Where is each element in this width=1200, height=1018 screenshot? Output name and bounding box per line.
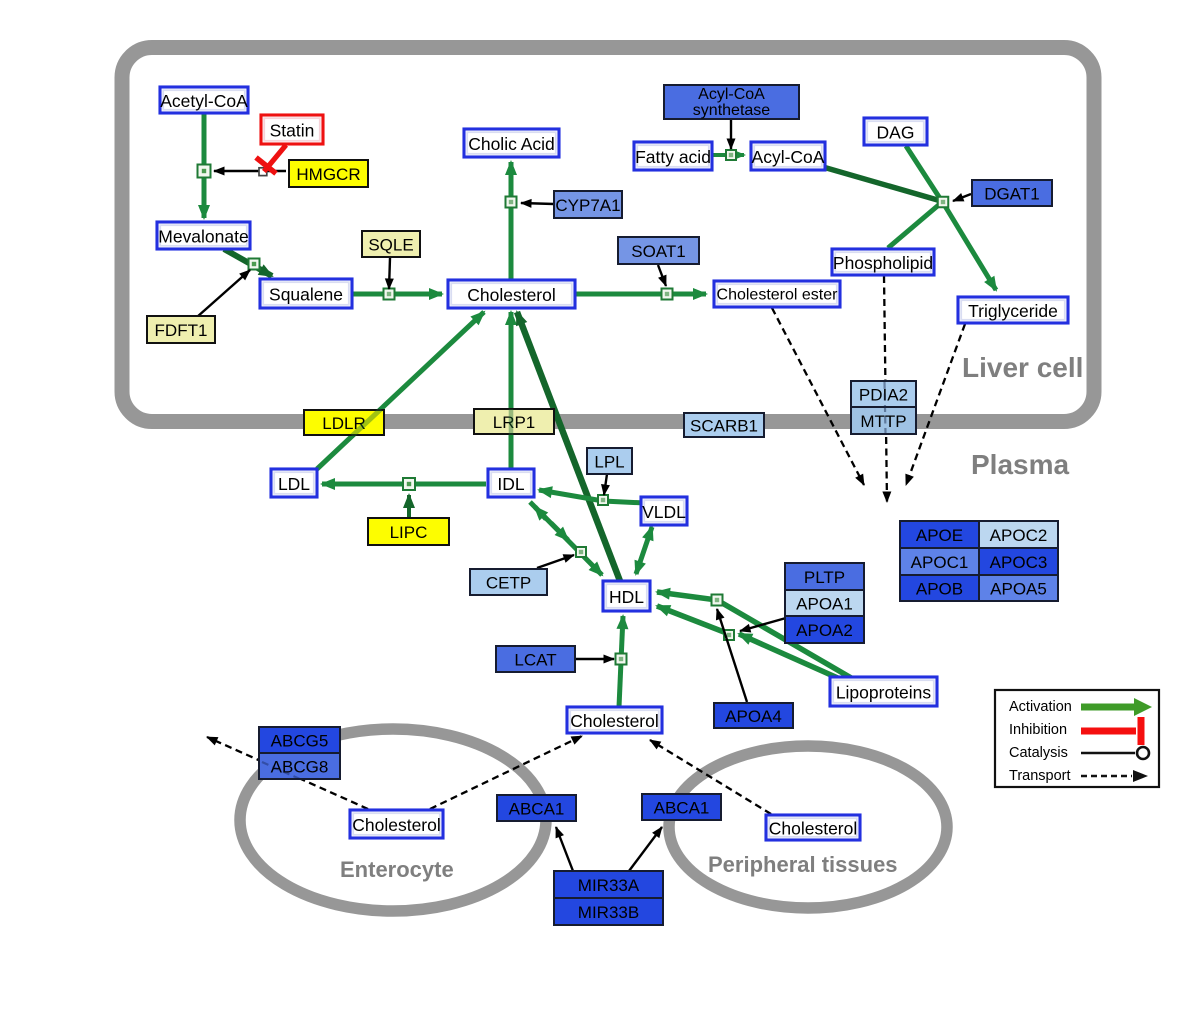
svg-text:APOA4: APOA4 <box>725 707 782 726</box>
svg-text:FDFT1: FDFT1 <box>155 321 208 340</box>
svg-text:LCAT: LCAT <box>514 650 556 669</box>
svg-text:MIR33B: MIR33B <box>578 903 639 922</box>
svg-text:synthetase: synthetase <box>693 102 770 119</box>
svg-text:ABCG8: ABCG8 <box>271 757 329 776</box>
svg-text:Phospholipid: Phospholipid <box>833 253 933 273</box>
svg-text:Activation: Activation <box>1009 699 1072 715</box>
svg-text:APOA5: APOA5 <box>990 579 1047 598</box>
svg-text:LRP1: LRP1 <box>493 413 536 432</box>
svg-text:Catalysis: Catalysis <box>1009 745 1068 761</box>
svg-text:VLDL: VLDL <box>642 502 686 522</box>
svg-text:Cholesterol: Cholesterol <box>467 285 556 305</box>
svg-text:Fatty acid: Fatty acid <box>635 147 711 167</box>
svg-text:Peripheral tissues: Peripheral tissues <box>708 852 898 877</box>
svg-text:Squalene: Squalene <box>269 284 343 304</box>
svg-text:Acyl-CoA: Acyl-CoA <box>698 86 765 103</box>
svg-text:Cholic Acid: Cholic Acid <box>468 134 555 154</box>
svg-text:SQLE: SQLE <box>368 235 413 254</box>
svg-text:ABCA1: ABCA1 <box>509 799 565 818</box>
svg-text:HDL: HDL <box>609 587 644 607</box>
svg-text:PLTP: PLTP <box>804 568 845 587</box>
svg-text:APOC2: APOC2 <box>990 526 1048 545</box>
svg-text:Cholesterol: Cholesterol <box>352 815 441 835</box>
svg-text:LDLR: LDLR <box>322 414 365 433</box>
svg-text:Triglyceride: Triglyceride <box>968 301 1058 321</box>
svg-text:Plasma: Plasma <box>971 449 1069 480</box>
svg-text:Statin: Statin <box>270 120 315 140</box>
svg-text:DGAT1: DGAT1 <box>984 184 1039 203</box>
svg-text:SCARB1: SCARB1 <box>690 416 758 435</box>
svg-text:HMGCR: HMGCR <box>296 165 360 184</box>
svg-text:CYP7A1: CYP7A1 <box>555 196 620 215</box>
svg-text:CETP: CETP <box>486 573 531 592</box>
svg-text:IDL: IDL <box>497 474 525 494</box>
svg-text:Cholesterol ester: Cholesterol ester <box>717 286 839 303</box>
svg-text:Liver cell: Liver cell <box>962 352 1083 383</box>
svg-text:LDL: LDL <box>278 474 310 494</box>
svg-text:SOAT1: SOAT1 <box>631 242 685 261</box>
svg-text:DAG: DAG <box>877 122 915 142</box>
svg-text:LPL: LPL <box>594 452 624 471</box>
svg-text:Cholesterol: Cholesterol <box>570 711 659 731</box>
svg-text:Inhibition: Inhibition <box>1009 722 1067 738</box>
svg-text:Acetyl-CoA: Acetyl-CoA <box>160 91 248 111</box>
svg-text:Mevalonate: Mevalonate <box>158 226 248 246</box>
svg-text:MIR33A: MIR33A <box>578 876 640 895</box>
svg-text:APOC1: APOC1 <box>911 553 969 572</box>
svg-text:APOE: APOE <box>916 526 963 545</box>
svg-text:APOA1: APOA1 <box>796 594 853 613</box>
svg-text:APOA2: APOA2 <box>796 621 853 640</box>
svg-text:Enterocyte: Enterocyte <box>340 857 454 882</box>
svg-text:ABCA1: ABCA1 <box>654 798 710 817</box>
svg-text:Cholesterol: Cholesterol <box>769 818 858 838</box>
svg-text:MTTP: MTTP <box>860 412 906 431</box>
svg-text:PDIA2: PDIA2 <box>859 385 908 404</box>
svg-text:ABCG5: ABCG5 <box>271 731 329 750</box>
svg-text:Lipoproteins: Lipoproteins <box>836 682 932 702</box>
svg-text:LIPC: LIPC <box>390 523 428 542</box>
svg-text:APOC3: APOC3 <box>990 553 1048 572</box>
svg-text:Acyl-CoA: Acyl-CoA <box>752 147 825 167</box>
svg-text:APOB: APOB <box>916 579 963 598</box>
svg-text:Transport: Transport <box>1009 768 1071 784</box>
